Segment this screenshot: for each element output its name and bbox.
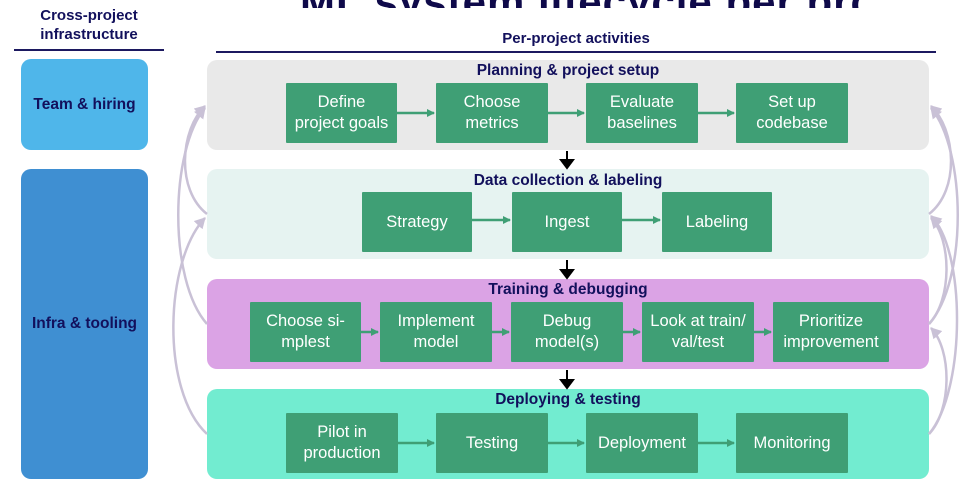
feedback-training-to-planning-left [177,107,208,325]
step-pilot-in-production: Pilot in production [286,413,398,473]
step-set-up-codebase: Set up codebase [736,83,848,143]
step-monitoring: Monitoring [736,413,848,473]
cross-project-divider [14,49,164,51]
lane-deploying-testing-title: Deploying & testing [495,391,641,408]
lane-data-collection-labeling-title: Data collection & labeling [473,172,663,189]
step-choose-simplest: Choose si- mplest [250,302,361,362]
infra-tooling-label: Infra & tooling [31,315,138,332]
feedback-deploying-to-data-right [928,215,959,435]
stage-arrow-data-to-training-head [559,269,575,280]
step-ingest: Ingest [512,192,622,252]
team-hiring-box: Team & hiring [21,59,148,150]
stage-arrow-planning-to-data-head [559,159,575,170]
step-look-at-train-val-test: Look at train/ val/test [642,302,754,362]
feedback-deploying-to-data-left [172,217,208,435]
step-labeling: Labeling [662,192,772,252]
step-evaluate-baselines: Evaluate baselines [586,83,698,143]
per-project-header: Per-project activities [502,30,650,47]
slide-title-cropped: ML system lifecycle per project [300,0,860,8]
stage-arrow-training-to-deploying-head [559,379,575,390]
step-deployment: Deployment [586,413,698,473]
feedback-deploying-to-training-right [928,327,948,435]
step-define-project-goals: Define project goals [286,83,397,143]
step-implement-model: Implement model [380,302,492,362]
infra-tooling-box: Infra & tooling [21,169,148,479]
team-hiring-label: Team & hiring [33,95,136,113]
step-prioritize-improvement: Prioritize improvement [773,302,889,362]
step-choose-metrics: Choose metrics [436,83,548,143]
lane-planning-setup-title: Planning & project setup [476,62,660,79]
step-strategy: Strategy [362,192,472,252]
step-testing: Testing [436,413,548,473]
lane-training-debugging-title: Training & debugging [488,281,648,298]
per-project-divider [216,51,936,53]
cross-project-header: Cross-project infrastructure [40,7,138,43]
step-debug-models: Debug model(s) [511,302,623,362]
